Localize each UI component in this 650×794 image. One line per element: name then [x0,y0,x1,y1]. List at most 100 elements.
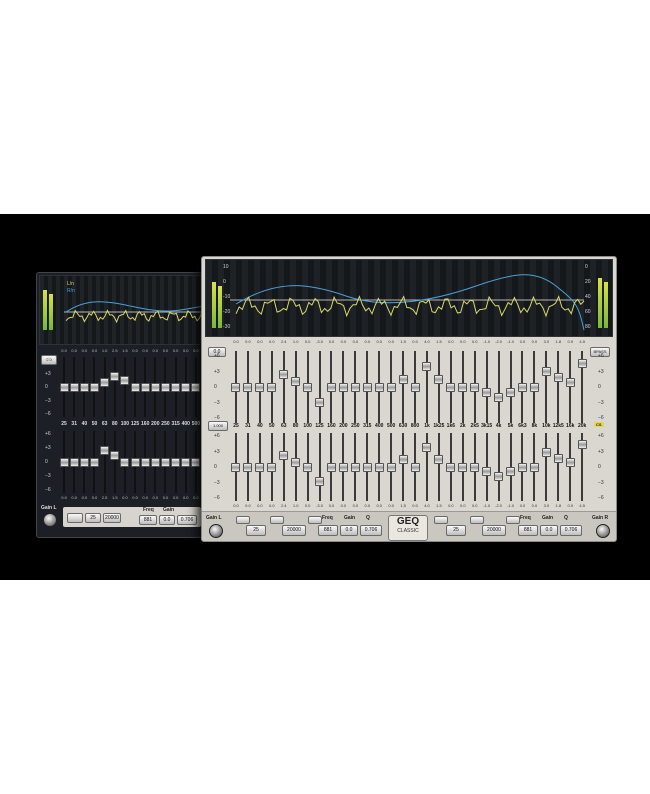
band-fader[interactable] [564,433,576,501]
band-fader[interactable] [433,351,445,423]
band-fader[interactable] [361,433,373,501]
q-value-right[interactable]: 0.706 [560,525,582,536]
fader-cap[interactable] [303,462,313,472]
fader-cap[interactable] [326,462,336,472]
band-fader[interactable] [230,433,242,501]
band-fader[interactable] [540,351,552,423]
fader-cap[interactable] [130,457,140,467]
fader-cap[interactable] [517,462,527,472]
band-fader[interactable] [278,351,290,423]
band-fader[interactable] [373,351,385,423]
band-fader[interactable] [171,431,181,493]
back-freq-value[interactable]: 881 [139,515,157,525]
lowcut-value-left[interactable]: 25 [246,525,266,536]
highcut-toggle-right[interactable] [470,516,484,524]
fader-cap[interactable] [410,462,420,472]
band-fader[interactable] [254,351,266,423]
band-fader[interactable] [349,351,361,423]
band-fader[interactable] [242,433,254,501]
band-fader[interactable] [385,433,397,501]
fader-cap[interactable] [315,398,325,408]
fader-cap[interactable] [140,382,150,392]
band-fader[interactable] [110,357,120,417]
fader-cap[interactable] [291,377,301,387]
band-fader[interactable] [290,351,302,423]
band-fader[interactable] [505,433,517,501]
band-fader[interactable] [266,351,278,423]
band-fader[interactable] [469,433,481,501]
fader-cap[interactable] [482,387,492,397]
band-fader[interactable] [397,433,409,501]
gain-l-knob[interactable] [209,524,223,538]
fader-cap[interactable] [140,457,150,467]
fader-cap[interactable] [110,371,120,381]
fader-cap[interactable] [422,442,432,452]
fader-cap[interactable] [100,446,110,456]
band-fader[interactable] [69,357,79,417]
fader-cap[interactable] [59,382,69,392]
fader-cap[interactable] [434,374,444,384]
band-fader[interactable] [528,351,540,423]
band-fader[interactable] [385,351,397,423]
fader-cap[interactable] [243,382,253,392]
band-fader[interactable] [79,357,89,417]
band-fader[interactable] [69,431,79,493]
fader-cap[interactable] [79,382,89,392]
band-fader[interactable] [140,431,150,493]
band-fader[interactable] [59,357,69,417]
fader-cap[interactable] [160,457,170,467]
fader-cap[interactable] [362,462,372,472]
highcut-toggle-left[interactable] [270,516,284,524]
back-q-value[interactable]: 0.706 [177,515,197,525]
band-fader[interactable] [326,433,338,501]
band-fader[interactable] [110,431,120,493]
band-fader[interactable] [517,351,529,423]
band-fader[interactable] [576,351,588,423]
fader-cap[interactable] [69,382,79,392]
top-left-button[interactable]: 0.0 [208,347,226,357]
band-fader[interactable] [314,351,326,423]
fader-cap[interactable] [231,462,241,472]
fader-cap[interactable] [458,462,468,472]
fader-cap[interactable] [398,455,408,465]
band-fader[interactable] [181,357,191,417]
fader-cap[interactable] [446,462,456,472]
band-fader[interactable] [278,433,290,501]
link-ratio-button[interactable]: 1.000 [208,421,228,431]
fader-cap[interactable] [506,387,516,397]
fader-cap[interactable] [255,382,265,392]
band-fader[interactable] [230,351,242,423]
back-gain-l-knob[interactable] [43,513,57,527]
fader-cap[interactable] [120,376,130,386]
fader-cap[interactable] [350,382,360,392]
back-lowcut-toggle[interactable] [67,513,83,523]
fader-cap[interactable] [291,457,301,467]
bypass-button[interactable]: BPASS [590,347,610,357]
band-fader[interactable] [181,431,191,493]
fader-cap[interactable] [482,467,492,477]
fader-cap[interactable] [362,382,372,392]
fader-cap[interactable] [160,382,170,392]
fader-cap[interactable] [565,377,575,387]
band-fader[interactable] [302,351,314,423]
band-fader[interactable] [290,433,302,501]
fader-cap[interactable] [494,472,504,482]
band-fader[interactable] [409,351,421,423]
band-fader[interactable] [191,357,201,417]
band-fader[interactable] [59,431,69,493]
fader-cap[interactable] [446,382,456,392]
fader-cap[interactable] [100,378,110,388]
band-fader[interactable] [120,431,130,493]
back-lowcut-value[interactable]: 25 [85,513,101,523]
band-fader[interactable] [445,433,457,501]
band-fader[interactable] [150,431,160,493]
back-top-button[interactable]: 0.0 [41,355,57,365]
fader-cap[interactable] [458,382,468,392]
fader-cap[interactable] [565,458,575,468]
fader-cap[interactable] [553,373,563,383]
fader-cap[interactable] [120,457,130,467]
fader-cap[interactable] [279,450,289,460]
band-fader[interactable] [576,433,588,501]
fader-cap[interactable] [577,440,587,450]
peak-toggle-right[interactable] [506,516,520,524]
